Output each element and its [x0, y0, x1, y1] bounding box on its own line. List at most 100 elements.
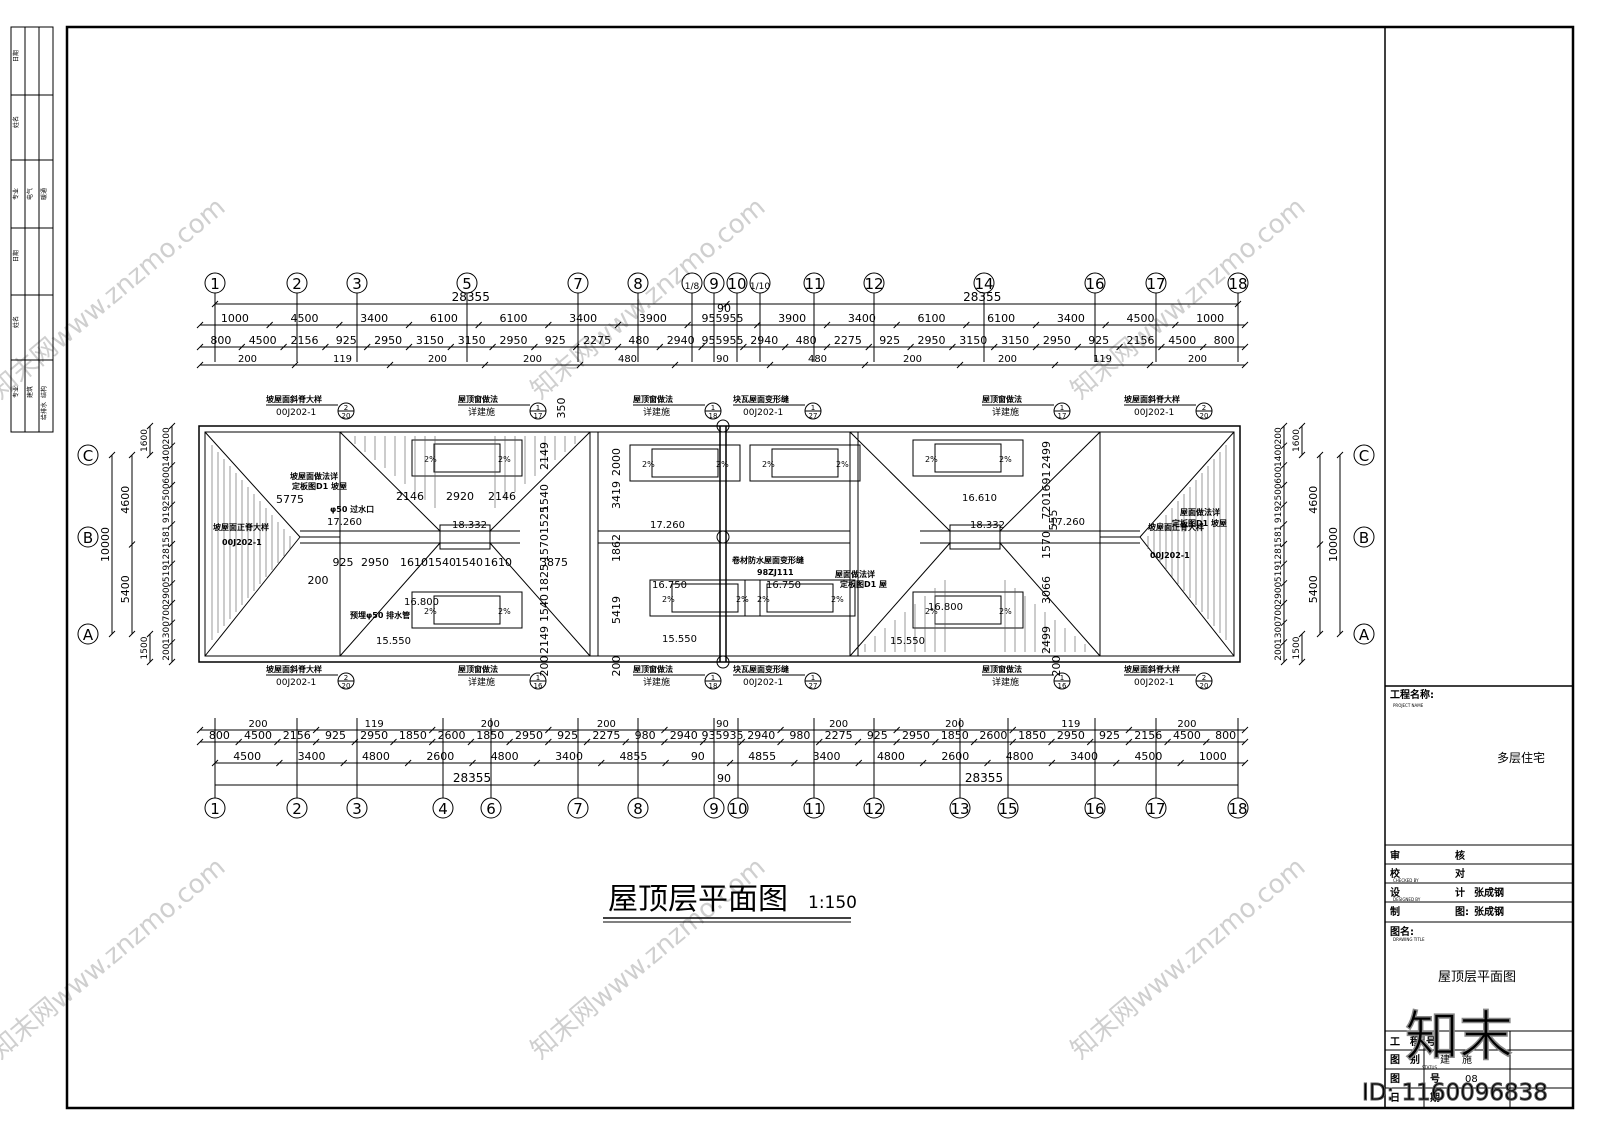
dimension-text: 1850: [476, 729, 504, 742]
axis-label-right: C: [1359, 447, 1369, 465]
design-label-en: DESIGNED BY: [1393, 897, 1421, 902]
callout-text: 屋顶窗做法: [458, 394, 498, 404]
dimension-text: 3400: [298, 750, 326, 763]
dimension-text: 2600: [941, 750, 969, 763]
valley-line: [999, 431, 1101, 532]
dimension-tick: [1280, 540, 1288, 548]
axis-bubble-left: [77, 526, 99, 548]
dimension-tick: [1280, 520, 1288, 528]
slope-label: 2%: [925, 455, 938, 464]
dimension-tick: [1280, 658, 1288, 666]
dimension-text: 3150: [458, 334, 486, 347]
dimension-tick: [146, 451, 154, 459]
slope-label: 2%: [999, 607, 1012, 616]
sheet-label2: 号: [1430, 1073, 1440, 1085]
roof-window: [411, 439, 523, 477]
check-label2: 对: [1455, 867, 1465, 880]
dimension-tick: [168, 520, 176, 528]
dimension-text: 480: [628, 334, 649, 347]
callout-ref: 00J202-1: [276, 408, 316, 418]
dimension-tick: [823, 321, 831, 329]
dimension-tick: [168, 658, 176, 666]
dimension-tick: [312, 738, 320, 746]
callout-text: 坡屋面斜脊大样: [266, 664, 322, 674]
callout-number: 1: [1060, 404, 1064, 412]
inner-dimension: 3066: [1040, 576, 1053, 604]
dimension-tick: [1280, 560, 1288, 568]
project-label-en: PROJECT NAME: [1393, 703, 1424, 708]
slope-label: 2%: [498, 455, 511, 464]
callout-number: 1: [711, 404, 715, 412]
axis-label-right: A: [1359, 626, 1370, 644]
dimension-tick: [335, 321, 343, 329]
slope-label: 2%: [925, 607, 938, 616]
level-mark: 16.750: [766, 580, 801, 591]
dimension-tick: [1280, 501, 1288, 509]
dimension-tick: [1280, 638, 1288, 646]
dimension-tick: [128, 451, 136, 459]
slope-label: 2%: [999, 455, 1012, 464]
note-text: 屋面做法详: [1180, 507, 1220, 517]
callout-text: 屋顶窗做法: [982, 664, 1022, 674]
drawing-title: 屋顶层平面图: [608, 882, 788, 917]
dimension-text: 200: [162, 643, 172, 660]
inner-dimension: 200: [538, 656, 551, 677]
note-text: 卷材防水屋面变形缝: [731, 555, 804, 565]
dimension-tick: [481, 361, 489, 369]
dimension-tick: [475, 321, 483, 329]
strip-label: 给排水: [40, 402, 48, 420]
status-label2: 别: [1409, 1053, 1420, 1066]
inner-dimension: 2499: [1040, 626, 1053, 654]
dimension-text: 1300: [162, 621, 172, 644]
dimension-text: 1281: [1274, 542, 1284, 565]
callout-sheet: 27: [809, 412, 818, 420]
project-name: 多层住宅: [1497, 750, 1545, 765]
dimension-tick: [1199, 343, 1207, 351]
dimension-tick: [1009, 738, 1017, 746]
callout-text: 坡屋面斜脊大样: [1124, 394, 1180, 404]
watermark-text: 知末网www.znzmo.com: [1065, 192, 1311, 405]
dimension-tick: [168, 540, 176, 548]
dimension-text: 4500: [1173, 729, 1201, 742]
dimension-text: 925: [867, 729, 888, 742]
dimension-text: 1850: [1018, 729, 1046, 742]
dimension-text: 28355: [453, 771, 491, 785]
dimension-tick: [893, 321, 901, 329]
dimension-tick: [1146, 361, 1154, 369]
dimension-text: 980: [635, 729, 656, 742]
callout-ref: 00J202-1: [743, 408, 783, 418]
note-text: 坡屋面做法详: [290, 471, 338, 481]
callout-number: 2: [344, 404, 348, 412]
callout-sheet: 17: [534, 412, 543, 420]
axis-label-top: 11: [804, 275, 823, 293]
hip-line: [1139, 431, 1235, 538]
level-mark: 15.550: [890, 636, 925, 647]
axis-label-bottom: 12: [864, 800, 883, 818]
callout-sheet: 20: [1200, 682, 1209, 690]
inner-dimension: 1540: [538, 484, 551, 512]
valley-line: [849, 431, 951, 532]
dimension-text: 6100: [500, 312, 528, 325]
dimension-tick: [1241, 343, 1249, 351]
hip-line: [204, 536, 301, 657]
dimension-text: 200: [428, 354, 447, 365]
axis-label-bottom: 6: [486, 800, 496, 818]
dimension-tick: [684, 321, 692, 329]
axis-label-bottom: 18: [1228, 800, 1247, 818]
dimension-tick: [740, 343, 747, 351]
job-label3: 号: [1426, 1036, 1436, 1048]
dimension-text: 519: [1274, 565, 1284, 582]
dimension-text: 2600: [426, 750, 454, 763]
axis-label-left: B: [83, 529, 93, 547]
dimension-tick: [614, 343, 622, 351]
dimension-text: 1600: [140, 429, 150, 452]
callout-text: 块瓦屋面变形缝: [733, 664, 789, 674]
dimension-text: 480: [796, 334, 817, 347]
dimension-text: 119: [1061, 719, 1080, 730]
axis-label-top: 1/10: [750, 282, 770, 292]
level-mark: 16.750: [652, 580, 687, 591]
dimension-tick: [1316, 630, 1324, 638]
dimension-tick: [196, 343, 204, 351]
callout-text: 屋顶窗做法: [633, 664, 673, 674]
date-label: 日: [1390, 1092, 1400, 1104]
